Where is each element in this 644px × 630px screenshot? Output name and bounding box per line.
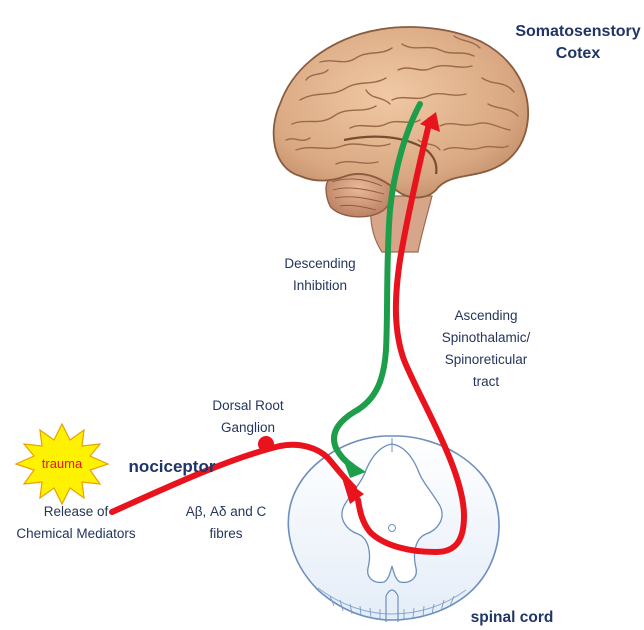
- fibres-label-line1: Aβ, Aδ and C: [186, 504, 267, 519]
- release-label-line1: Release of: [44, 504, 109, 519]
- ascending-label-line3: Spinoreticular: [445, 352, 528, 367]
- brain-illustration: [274, 27, 529, 252]
- spinal-cord-cross-section: [288, 436, 499, 622]
- cerebrum: [274, 27, 529, 197]
- ascending-label-line2: Spinothalamic/: [442, 330, 531, 345]
- cortex-label-line1: Somatosenstory: [515, 23, 640, 40]
- descending-label-line2: Inhibition: [293, 278, 347, 293]
- release-label-line2: Chemical Mediators: [16, 526, 136, 541]
- red-dot-icon: [258, 436, 274, 452]
- fibres-label-line2: fibres: [209, 526, 242, 541]
- descending-label-line1: Descending: [284, 256, 355, 271]
- cortex-label-line2: Cotex: [556, 45, 601, 62]
- ascending-label-line1: Ascending: [454, 308, 517, 323]
- nociceptor-label: nociceptor: [129, 457, 216, 476]
- trauma-label: trauma: [42, 456, 83, 471]
- spinal-cord-label: spinal cord: [471, 609, 554, 626]
- central-canal: [389, 525, 396, 532]
- drg-label-line1: Dorsal Root: [212, 398, 284, 413]
- ascending-label-line4: tract: [473, 374, 500, 389]
- drg-label-line2: Ganglion: [221, 420, 275, 435]
